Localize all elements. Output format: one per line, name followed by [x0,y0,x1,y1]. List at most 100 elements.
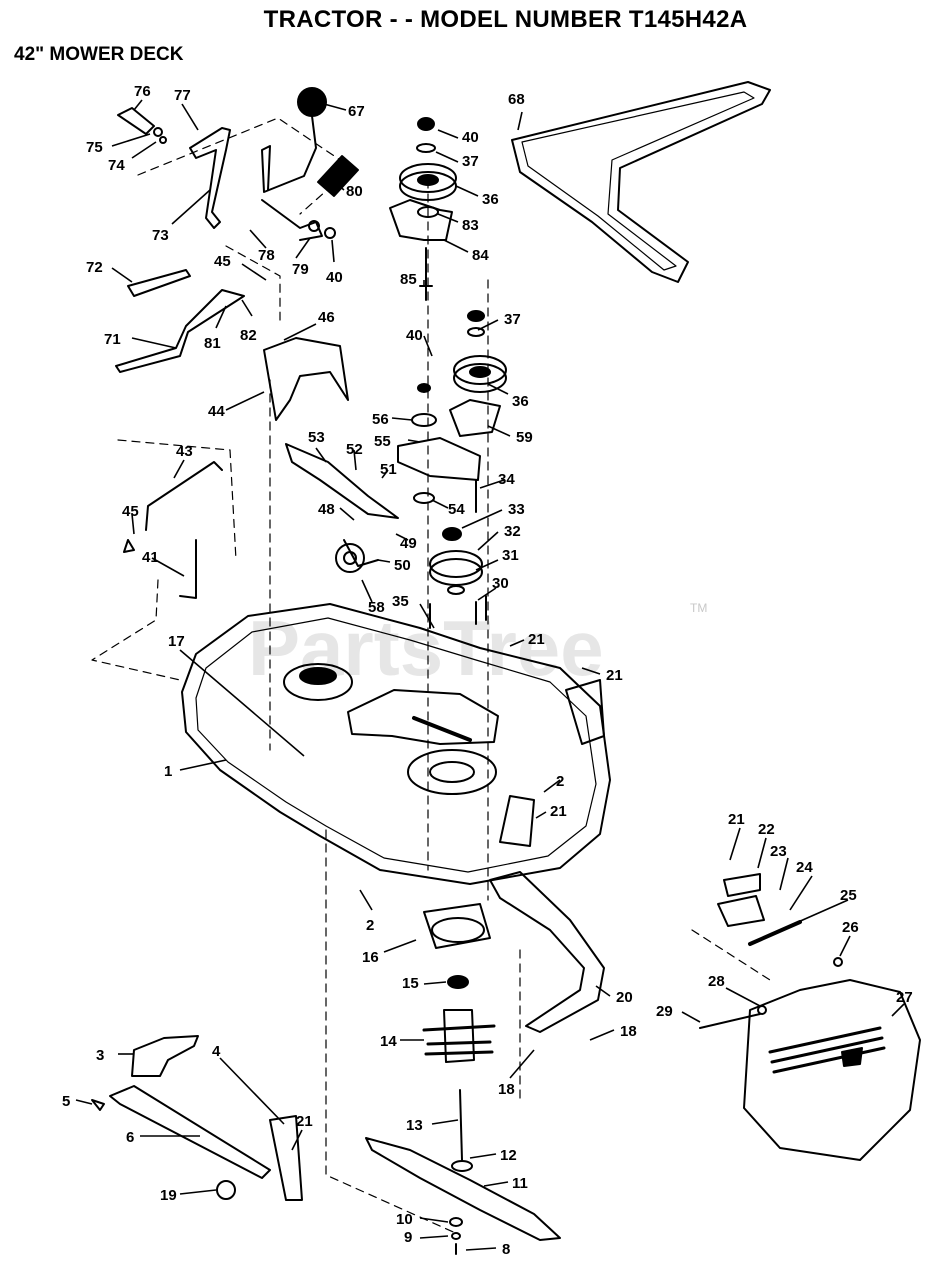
callout-label: 50 [394,557,411,574]
callout-label: 76 [134,83,151,100]
callout-label: 68 [508,91,525,108]
callout-label: 29 [656,1003,673,1020]
callout-label: 48 [318,501,335,518]
callout-label: 10 [396,1211,413,1228]
page-title: TRACTOR - - MODEL NUMBER T145H42A [263,6,748,33]
mower-deck-icon [181,603,611,885]
callout-label: 77 [174,87,191,104]
spring-icon [127,269,191,297]
idler-pulley-middle [397,310,507,513]
callout-label: 75 [86,139,103,156]
callout-label: 45 [214,253,231,270]
callout-label: 37 [462,153,479,170]
callout-label: 36 [482,191,499,208]
callout-label: 9 [404,1229,412,1246]
callout-label: 84 [472,247,489,264]
callout-label: 35 [392,593,409,610]
callout-label: 49 [400,535,417,552]
callout-label: 46 [318,309,335,326]
callout-label: 71 [104,331,121,348]
callout-label: 73 [152,227,169,244]
callout-label: 40 [406,327,423,344]
callout-label: 12 [500,1147,517,1164]
callout-label: 51 [380,461,397,478]
callout-label: 21 [606,667,623,684]
callout-label: 44 [208,403,225,420]
callout-label: 18 [498,1081,515,1098]
section-title: 42" MOWER DECK [14,44,184,65]
drive-belt-icon [511,81,771,283]
callout-label: 43 [176,443,193,460]
callout-label: 30 [492,575,509,592]
callout-label: 80 [346,183,363,200]
callout-label: 34 [498,471,515,488]
callout-label: 81 [204,335,221,352]
callout-label: 21 [550,803,567,820]
callout-label: 58 [368,599,385,616]
callout-label: 67 [348,103,365,120]
callout-label: 26 [842,919,859,936]
callout-label: 40 [462,129,479,146]
callout-label: 8 [502,1241,510,1258]
callout-label: 52 [346,441,363,458]
callout-label: 5 [62,1093,70,1110]
callout-label: 15 [402,975,419,992]
callout-label: 11 [512,1175,528,1192]
bolt-icon [117,107,155,135]
callout-label: 59 [516,429,533,446]
watermark-tm: TM [690,601,707,615]
callout-label: 45 [122,503,139,520]
callout-label: 54 [448,501,465,518]
callout-label: 32 [504,523,521,540]
callout-label: 56 [372,411,389,428]
callout-label: 79 [292,261,309,278]
lift-handle-assembly [117,87,359,241]
callout-label: 24 [796,859,813,876]
callout-label: 14 [380,1033,397,1050]
callout-label: 25 [840,887,857,904]
callout-label: 72 [86,259,103,276]
callout-label: 31 [502,547,519,564]
callout-label: 4 [212,1043,221,1060]
lift-bracket [91,1035,303,1201]
callout-label: 82 [240,327,257,344]
callout-label: 41 [142,549,159,566]
callout-label: 55 [374,433,391,450]
callout-label: 2 [366,917,374,934]
spindle-housing-icon [422,903,496,1172]
pulley-icon [399,163,457,193]
callout-label: 1 [164,763,172,780]
callout-label: 2 [556,773,564,790]
callout-label: 28 [708,973,725,990]
callout-label: 17 [168,633,185,650]
callout-label: 83 [462,217,479,234]
chute-icon [699,873,921,1161]
callout-label: 53 [308,429,325,446]
callout-label: 21 [728,811,745,828]
callout-label: 19 [160,1187,177,1204]
mandrel-pulley [429,527,487,629]
idler-pulley-upper [389,117,457,301]
knob-icon [297,87,327,117]
callout-label: 74 [108,157,125,174]
callout-label: 21 [528,631,545,648]
callout-label: 33 [508,501,525,518]
callout-label: 18 [620,1023,637,1040]
callout-label: 22 [758,821,775,838]
callout-label: 36 [512,393,529,410]
blade-icon [365,1137,561,1255]
callout-label: 6 [126,1129,134,1146]
callout-label: 23 [770,843,787,860]
callout-label: 78 [258,247,275,264]
callout-label: 21 [296,1113,313,1130]
belt-guard [489,871,605,1033]
callout-label: 16 [362,949,379,966]
callout-label: 40 [326,269,343,286]
callout-label: 20 [616,989,633,1006]
callout-label: 13 [406,1117,423,1134]
callout-label: 37 [504,311,521,328]
callout-label: 85 [400,271,417,288]
callout-label: 27 [896,989,913,1006]
callout-label: 3 [96,1047,104,1064]
